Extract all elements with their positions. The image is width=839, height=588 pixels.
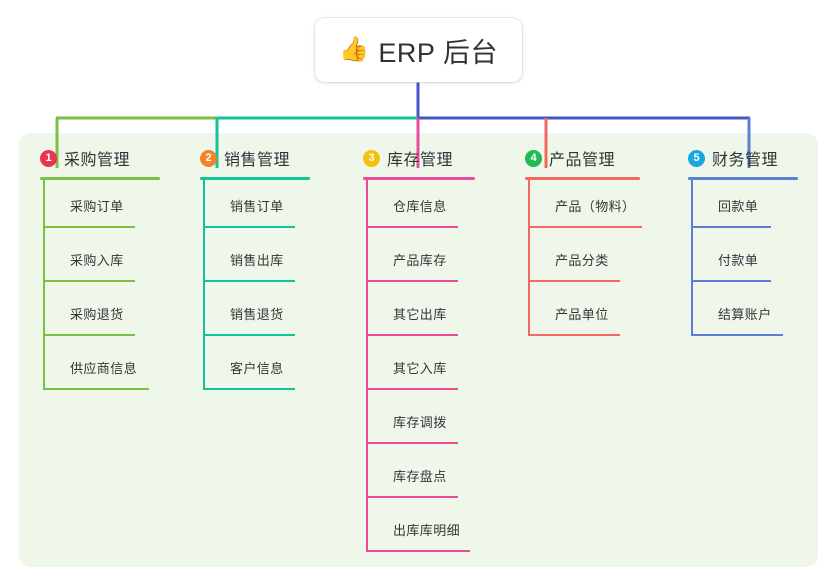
branch-column-3: 3 库存管理仓库信息产品库存其它出库其它入库库存调拨库存盘点出库库明细: [363, 146, 475, 552]
leaf-rule: [528, 226, 642, 228]
leaf-label: 产品单位: [555, 307, 609, 322]
leaf-rule: [43, 280, 135, 282]
leaf-rule: [691, 226, 771, 228]
branch-badge-1: 1: [40, 149, 57, 167]
branch-column-5: 5 财务管理回款单付款单结算账户: [688, 146, 798, 336]
branch-badge-5: 5: [688, 149, 705, 167]
leaf-label: 其它入库: [393, 361, 447, 376]
branch-badge-4: 4: [525, 149, 542, 167]
leaf-label: 销售退货: [230, 307, 284, 322]
leaf-label: 仓库信息: [393, 199, 447, 214]
leaf-label: 采购入库: [70, 253, 124, 268]
branch-header-4[interactable]: 4 产品管理: [525, 146, 615, 170]
leaf-rule: [366, 334, 458, 336]
leaf-label: 供应商信息: [70, 361, 138, 376]
branch-title-2: 销售管理: [224, 152, 291, 169]
branch-badge-3: 3: [363, 149, 380, 167]
root-title: ERP 后台: [378, 37, 498, 68]
leaf-label: 库存盘点: [393, 469, 447, 484]
branch-title-5: 财务管理: [712, 152, 779, 169]
branch-title-1: 采购管理: [64, 152, 131, 169]
leaf-label: 出库库明细: [393, 523, 461, 538]
branch-column-1: 1 采购管理采购订单采购入库采购退货供应商信息: [40, 146, 160, 390]
leaf-label: 采购退货: [70, 307, 124, 322]
leaf-rule: [366, 388, 458, 390]
branch-header-2[interactable]: 2 销售管理: [200, 146, 290, 170]
leaf-label: 回款单: [718, 199, 759, 214]
leaf-label: 销售出库: [230, 253, 284, 268]
branch-trunk-5: [691, 180, 693, 336]
branches-panel: [19, 133, 818, 567]
branch-trunk-2: [203, 180, 205, 390]
branch-header-5[interactable]: 5 财务管理: [688, 146, 778, 170]
leaf-rule: [203, 388, 295, 390]
branch-title-4: 产品管理: [549, 152, 616, 169]
branch-rule-2: [200, 177, 310, 180]
branch-trunk-3: [366, 180, 368, 552]
branch-trunk-4: [528, 180, 530, 336]
leaf-rule: [43, 334, 135, 336]
leaf-rule: [203, 334, 295, 336]
leaf-rule: [528, 334, 620, 336]
leaf-label: 客户信息: [230, 361, 284, 376]
branch-badge-2: 2: [200, 149, 217, 167]
leaf-rule: [366, 496, 458, 498]
leaf-label: 付款单: [718, 253, 759, 268]
thumbs-up-icon: 👍: [339, 36, 370, 63]
branch-rule-3: [363, 177, 475, 180]
leaf-rule: [691, 280, 771, 282]
leaf-label: 产品分类: [555, 253, 609, 268]
branch-column-2: 2 销售管理销售订单销售出库销售退货客户信息: [200, 146, 310, 390]
branch-header-3[interactable]: 3 库存管理: [363, 146, 453, 170]
leaf-rule: [366, 226, 458, 228]
leaf-label: 结算账户: [718, 307, 772, 322]
leaf-rule: [366, 280, 458, 282]
leaf-rule: [366, 442, 458, 444]
leaf-label: 产品库存: [393, 253, 447, 268]
root-node[interactable]: 👍 ERP 后台: [315, 18, 522, 82]
branch-header-1[interactable]: 1 采购管理: [40, 146, 130, 170]
leaf-label: 其它出库: [393, 307, 447, 322]
root-title-row: 👍 ERP 后台: [339, 31, 498, 70]
leaf-rule: [43, 226, 135, 228]
branch-rule-4: [525, 177, 640, 180]
leaf-label: 产品（物料）: [555, 199, 636, 214]
leaf-rule: [203, 226, 295, 228]
leaf-label: 采购订单: [70, 199, 124, 214]
leaf-rule: [528, 280, 620, 282]
branch-rule-5: [688, 177, 798, 180]
leaf-rule: [691, 334, 783, 336]
branch-trunk-1: [43, 180, 45, 390]
branch-column-4: 4 产品管理产品（物料） 产品分类产品单位: [525, 146, 642, 336]
branch-title-3: 库存管理: [387, 152, 454, 169]
leaf-label: 库存调拨: [393, 415, 447, 430]
leaf-rule: [366, 550, 470, 552]
leaf-rule: [43, 388, 149, 390]
branch-rule-1: [40, 177, 160, 180]
leaf-label: 销售订单: [230, 199, 284, 214]
leaf-rule: [203, 280, 295, 282]
